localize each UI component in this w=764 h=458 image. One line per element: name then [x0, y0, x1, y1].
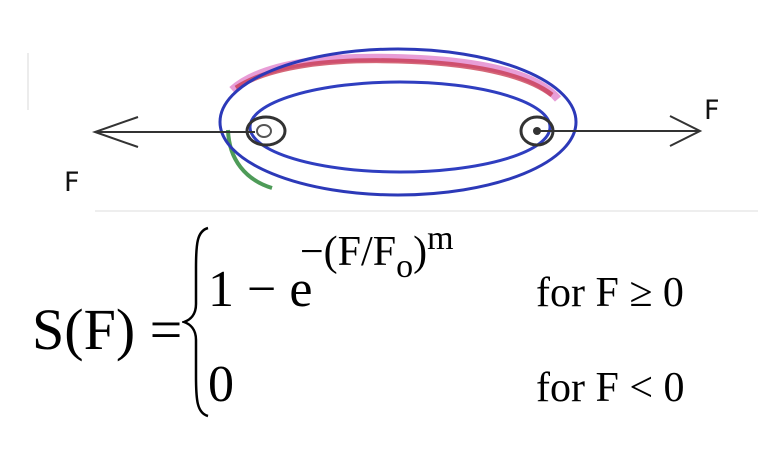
inner-link-ring — [248, 80, 552, 174]
exponent-subscript: o — [396, 248, 414, 285]
right-arrow-head-icon — [669, 115, 703, 147]
right-pin-hole-icon — [533, 127, 541, 135]
case1-value: 1 − e — [208, 261, 313, 318]
green-highlight-stroke — [226, 129, 273, 190]
outer-link-ring — [218, 47, 578, 197]
left-brace-icon — [182, 226, 209, 418]
left-arrow-head-icon — [91, 116, 139, 148]
left-attachment-pin-icon — [245, 115, 287, 147]
exponent-power: m — [427, 220, 454, 257]
survival-formula: S(F) = 1 − e −(F/Fo)m for F ≥ 0 0 for F … — [0, 220, 764, 458]
left-pin-hole-icon — [256, 124, 272, 138]
right-attachment-pin-icon — [519, 115, 555, 147]
red-highlight-stroke — [234, 58, 554, 97]
left-force-label: F — [64, 167, 80, 198]
exponent-close-paren: ) — [413, 229, 428, 275]
case1-exponent: −(F/Fo)m — [300, 222, 454, 284]
chain-link-sketch — [27, 47, 758, 212]
exponent-body: −(F/F — [300, 229, 397, 275]
formula-lhs: S(F) = — [32, 297, 183, 362]
case2-condition: for F < 0 — [536, 365, 685, 411]
case2-value: 0 — [208, 356, 234, 413]
case1-condition: for F ≥ 0 — [536, 270, 684, 316]
right-force-label: F — [704, 95, 720, 126]
